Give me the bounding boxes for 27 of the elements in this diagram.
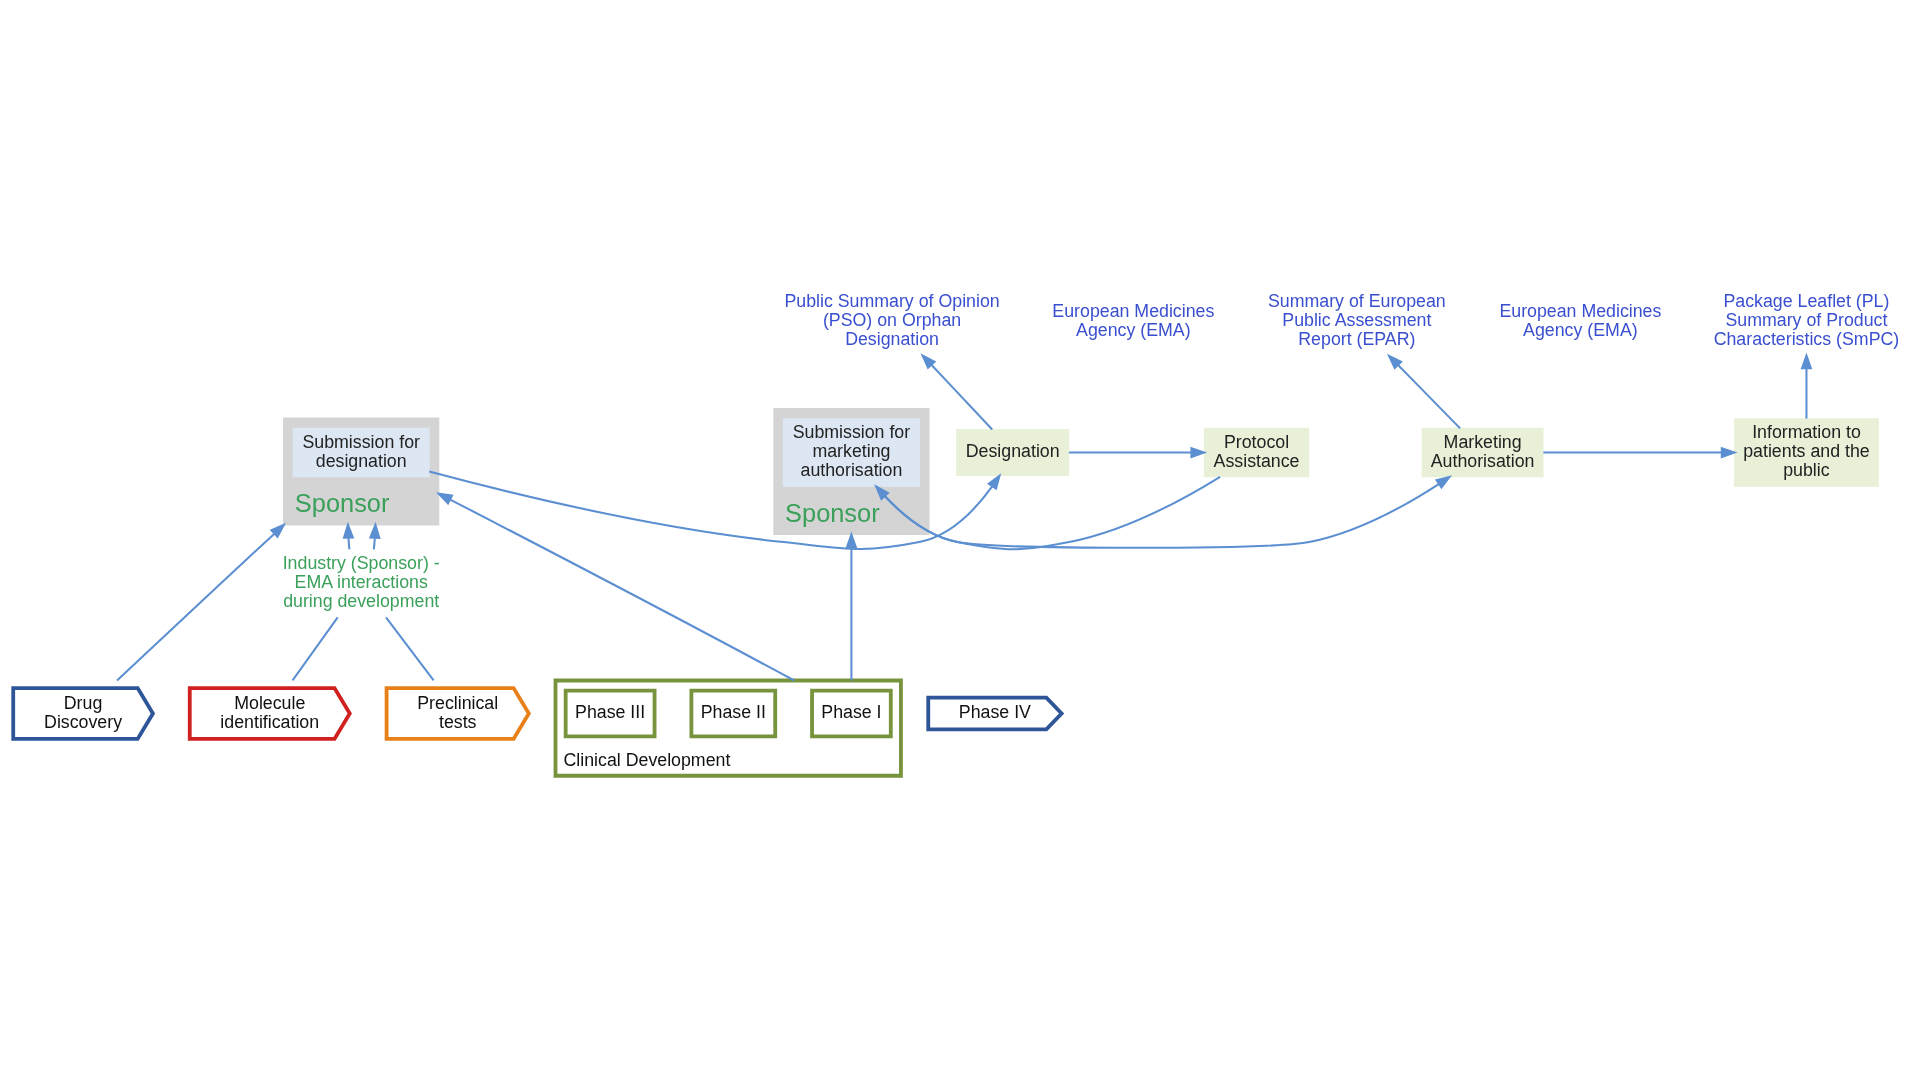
arrow bbox=[429, 470, 1002, 550]
node-box: Submission for designation bbox=[292, 427, 430, 478]
node-box: Protocol Assistance bbox=[1203, 427, 1310, 478]
arrow bbox=[920, 353, 993, 431]
node-box: Marketing Authorisation bbox=[1421, 427, 1544, 478]
connector bbox=[385, 616, 435, 681]
arrow bbox=[116, 522, 287, 682]
arrow bbox=[1543, 446, 1738, 459]
node-text: Package Leaflet (PL) Summary of Product Characteristics (SmPC) bbox=[1713, 291, 1900, 350]
arrow bbox=[1800, 352, 1813, 419]
node-text: Summary of European Public Assessment Report (EPAR) bbox=[1268, 291, 1446, 350]
node-text: Public Summary of Opinion (PSO) on Orphan Designation bbox=[784, 291, 1000, 350]
arrow bbox=[435, 492, 795, 682]
node-box: Submission for marketing authorisation bbox=[782, 418, 920, 487]
node-box: Information to patients and the public bbox=[1734, 418, 1879, 487]
connector bbox=[291, 616, 339, 681]
node-box: Phase II bbox=[689, 688, 778, 739]
label: European Medicines Agency (EMA) bbox=[1052, 300, 1215, 340]
node-box: Designation bbox=[956, 429, 1070, 477]
node-box: Phase III bbox=[563, 688, 657, 739]
arrow bbox=[368, 521, 381, 550]
arrow bbox=[1068, 446, 1208, 459]
node-text: Industry (Sponsor) - EMA interactions during development bbox=[282, 553, 440, 612]
arrow bbox=[1386, 353, 1461, 430]
label: European Medicines Agency (EMA) bbox=[1499, 300, 1662, 340]
arrow bbox=[845, 531, 858, 681]
node-box: Phase I bbox=[810, 688, 893, 739]
